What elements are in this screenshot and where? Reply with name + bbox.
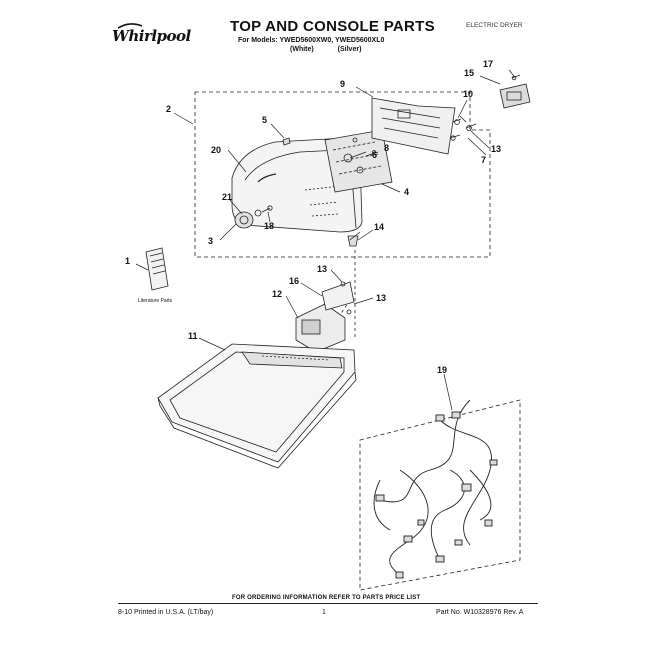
color-silver: (Silver) — [337, 46, 362, 53]
ordering-note: FOR ORDERING INFORMATION REFER TO PARTS … — [232, 595, 421, 601]
clip-part-drawing — [282, 137, 291, 146]
literature-parts-drawing — [145, 247, 169, 291]
callout-16: 16 — [289, 276, 300, 286]
callout-1: 1 — [125, 256, 131, 266]
top-panel-drawing — [157, 343, 357, 469]
page-title: TOP AND CONSOLE PARTS — [230, 18, 435, 35]
color-white: (White) — [290, 46, 314, 53]
callout-2: 2 — [166, 104, 172, 114]
callout-15: 15 — [464, 68, 475, 78]
brand-logo: Whirlpool — [112, 27, 191, 45]
part-number: Part No. W10328976 Rev. A — [436, 609, 524, 616]
terminal-block-drawing — [499, 74, 531, 109]
lid-switch-drawing — [295, 281, 355, 353]
page-number: 1 — [322, 609, 326, 616]
callout-21: 21 — [222, 192, 233, 202]
footer-divider — [118, 603, 538, 604]
callout-7: 7 — [481, 155, 487, 165]
product-type: ELECTRIC DRYER — [466, 22, 523, 29]
screws-drawing — [449, 115, 477, 141]
callout-9: 9 — [340, 79, 346, 89]
callout-11: 11 — [188, 331, 198, 341]
callout-12: 12 — [272, 289, 283, 299]
callout-14: 14 — [374, 222, 385, 232]
knob-drawing — [234, 205, 273, 229]
callout-8: 8 — [384, 143, 390, 153]
wire-harness-drawing — [373, 399, 498, 579]
callout-10: 10 — [463, 89, 474, 99]
control-board-drawing — [324, 129, 393, 193]
logo-swoosh-icon — [118, 23, 142, 29]
callout-5: 5 — [262, 115, 268, 125]
callout-13-low: 13 — [376, 293, 387, 303]
callout-3: 3 — [208, 236, 214, 246]
model-colors: (White) (Silver) — [290, 46, 383, 53]
callout-19: 19 — [437, 365, 448, 375]
literature-parts-label: Literature Parts — [138, 298, 173, 304]
callout-20: 20 — [211, 145, 222, 155]
print-info: 8-10 Printed in U.S.A. (LT/bay) — [118, 609, 214, 616]
callout-13-top: 13 — [491, 144, 502, 154]
console-assembly-outline — [194, 91, 491, 258]
callout-leaders — [135, 69, 515, 411]
harness-outline — [359, 399, 521, 591]
callout-18: 18 — [264, 221, 275, 231]
callout-4: 4 — [404, 187, 410, 197]
callout-17: 17 — [483, 59, 494, 69]
callout-6: 6 — [372, 150, 378, 160]
console-back-drawing — [371, 97, 456, 155]
clip-14-drawing — [347, 231, 361, 247]
models-line: For Models: YWED5600XW0, YWED5600XL0 — [238, 37, 385, 44]
callout-13-mid: 13 — [317, 264, 328, 274]
